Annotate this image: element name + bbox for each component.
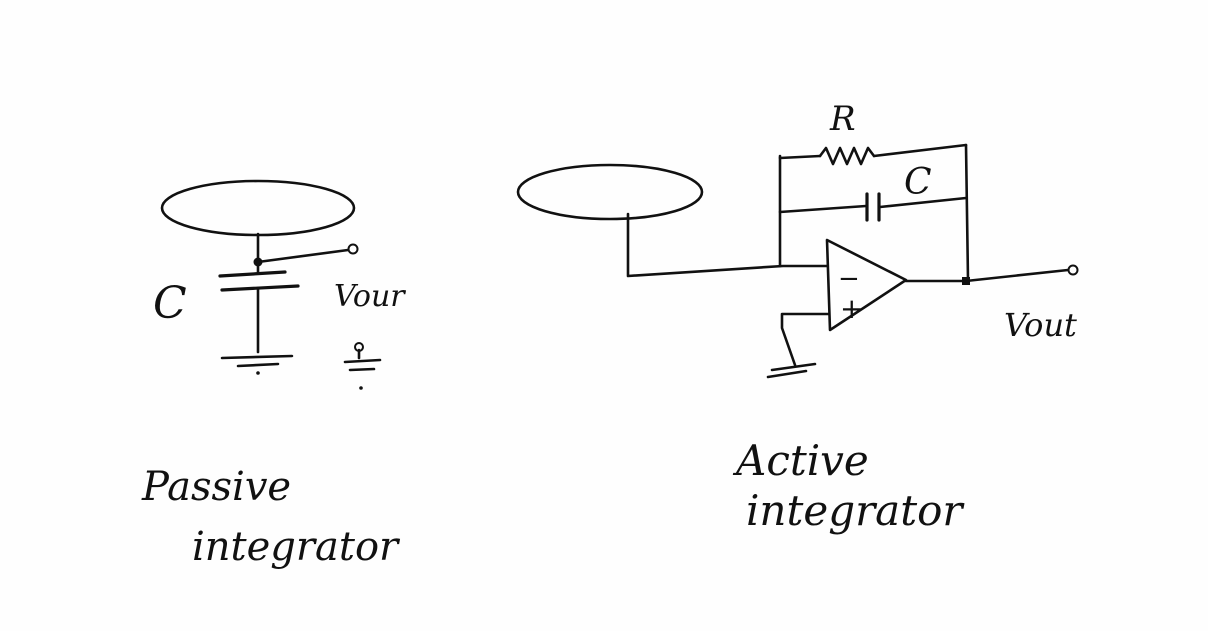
passive-output-ground-symbol (343, 348, 382, 372)
active-title-line1: Active (732, 436, 869, 485)
active-output-junction (962, 277, 970, 285)
passive-title-line2: integrator (192, 524, 401, 570)
active-title-line2: integrator (746, 486, 965, 535)
op-amp-plus-label: + (840, 292, 863, 325)
op-amp-plus-input-wire (780, 312, 830, 367)
active-resistor (818, 146, 876, 166)
active-resistor-wire-left (778, 154, 822, 160)
active-capacitor-label: C (904, 162, 932, 203)
active-vout-label: Vout (1004, 306, 1077, 344)
passive-title-line1: Passive (141, 464, 291, 510)
passive-ground-symbol (220, 354, 294, 368)
active-output-terminal (1067, 264, 1079, 276)
active-capacitor-wire-left (778, 204, 868, 214)
passive-output-ground-node (354, 342, 364, 352)
passive-input-source (160, 179, 356, 237)
op-amp-symbol (825, 238, 908, 332)
active-resistor-wire-right (872, 143, 968, 158)
active-input-wire (626, 212, 829, 278)
active-capacitor-wire-right (878, 196, 968, 209)
active-integrator: R C − + Vout Active integrator (516, 99, 1079, 535)
active-capacitor-plates (865, 192, 881, 222)
passive-capacitor-label: C (153, 278, 187, 329)
op-amp-output-wire (904, 268, 1070, 283)
passive-vout-label: Vour (334, 279, 406, 314)
op-amp-minus-label: − (838, 264, 860, 294)
passive-output-terminal (347, 243, 359, 255)
passive-ground-dot (256, 371, 260, 375)
active-ground-symbol (766, 362, 817, 379)
active-resistor-label: R (829, 99, 856, 139)
active-input-source (516, 163, 704, 221)
passive-capacitor-top-plate (218, 270, 287, 278)
passive-capacitor-bottom-plate (220, 284, 300, 292)
passive-integrator: C Vour Passive integrator (141, 179, 406, 570)
passive-output-wire (256, 248, 350, 264)
active-feedback-right-wire (964, 143, 970, 282)
passive-output-ground-dot (359, 386, 363, 390)
